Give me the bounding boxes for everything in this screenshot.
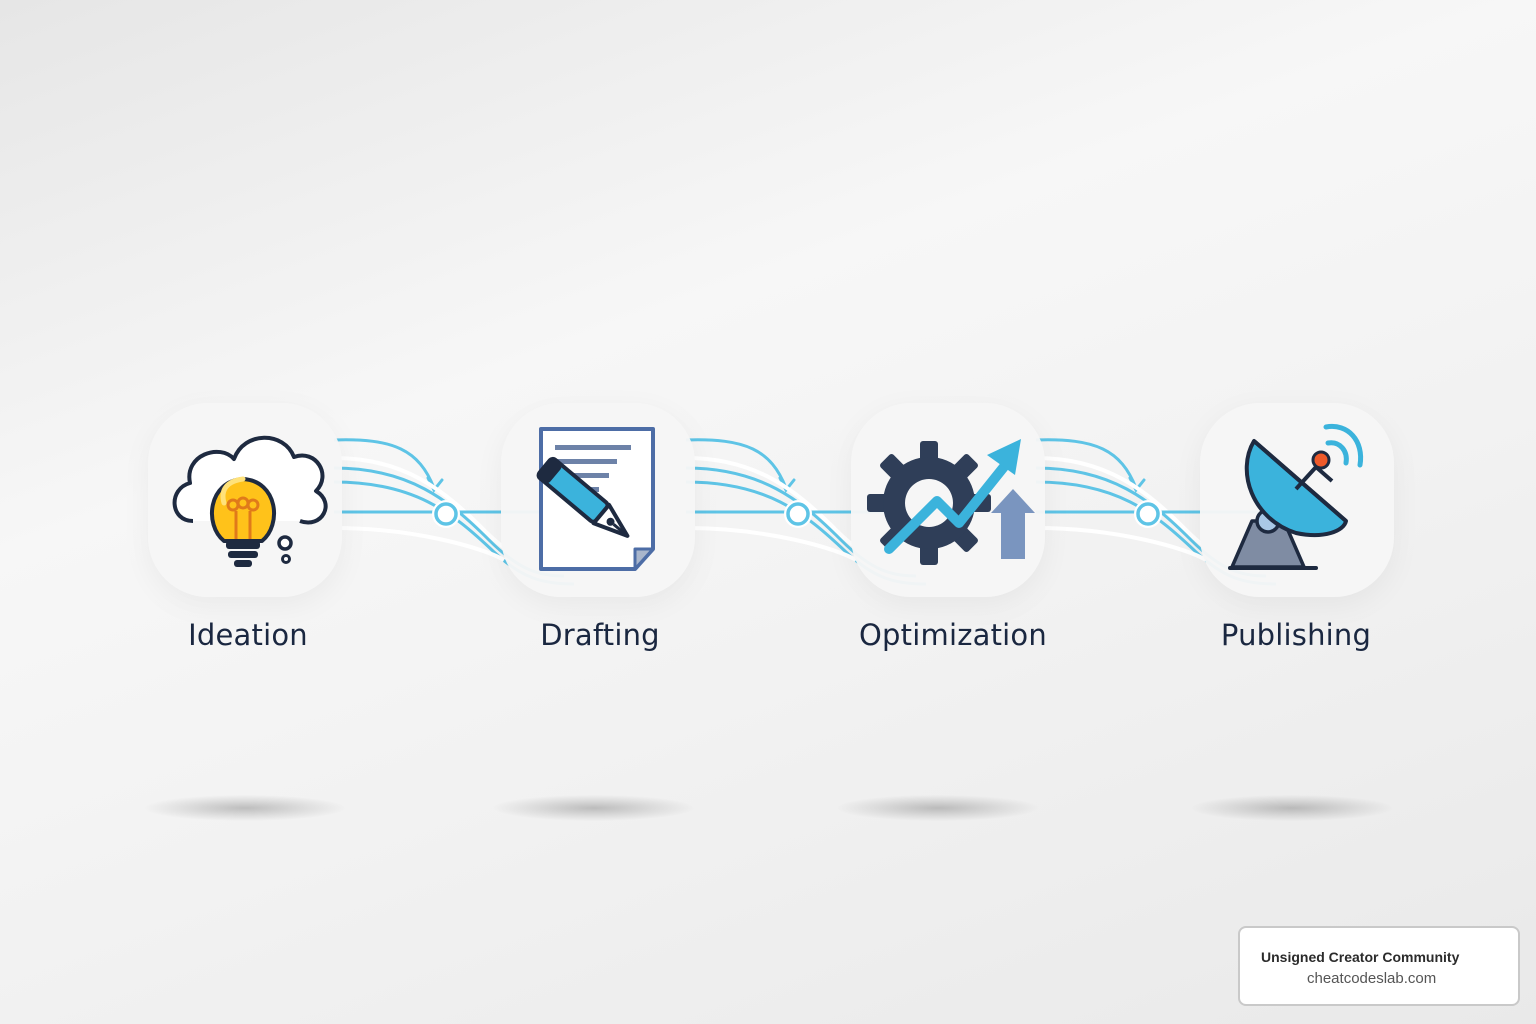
step-tile-ideation (148, 403, 342, 597)
step-label-publishing: Publishing (1220, 618, 1372, 652)
step-tile-publishing (1200, 403, 1394, 597)
step-label-drafting: Drafting (540, 618, 660, 652)
satellite-dish-icon (1228, 423, 1364, 570)
step-label-ideation: Ideation (188, 618, 308, 652)
step-tile-optimization (851, 403, 1045, 597)
credit-title: Unsigned Creator Community (1261, 949, 1460, 965)
step-tile-drafting (501, 403, 695, 597)
credit-box: Unsigned Creator Community cheatcodeslab… (1238, 926, 1520, 1006)
lightbulb-thought-cloud-icon (172, 435, 328, 567)
step-shadow (838, 795, 1038, 821)
step-label-optimization: Optimization (859, 618, 1047, 652)
document-pen-icon (536, 427, 655, 571)
step-shadow (145, 795, 345, 821)
step-shadow (1192, 795, 1392, 821)
credit-url[interactable]: cheatcodeslab.com (1307, 970, 1437, 987)
step-shadow (494, 795, 694, 821)
gear-growth-arrow-icon (867, 439, 1035, 565)
